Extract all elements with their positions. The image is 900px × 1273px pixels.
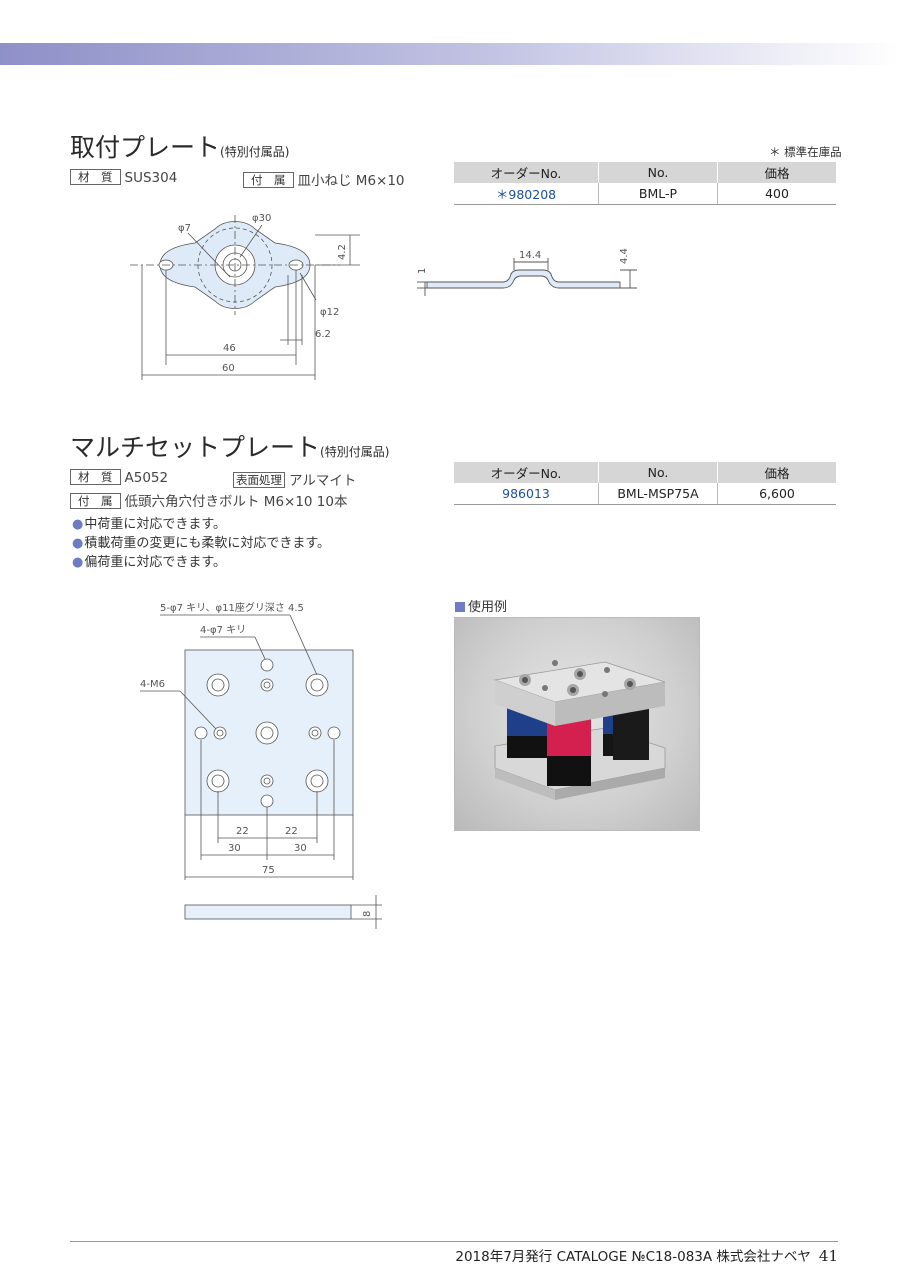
col-price: 価格	[717, 162, 836, 183]
col-no: No.	[598, 162, 718, 183]
price: 6,600	[717, 483, 836, 505]
dim-46: 46	[223, 343, 236, 354]
label-counterbore-holes: 5-φ7 キリ、φ11座グリ深さ 4.5	[160, 601, 304, 614]
dim-6-2: 6.2	[315, 329, 331, 340]
multiset-plate-drawing: 5-φ7 キリ、φ11座グリ深さ 4.5 4-φ7 キリ 4-M6 22 22 …	[140, 601, 382, 929]
table-row: 986013 BML-MSP75A 6,600	[454, 483, 836, 505]
multiset-price-table: オーダーNo. No. 価格 986013 BML-MSP75A 6,600	[454, 462, 836, 505]
footer-text: 2018年7月発行 CATALOGE №C18-083A 株式会社ナベヤ	[455, 1249, 811, 1265]
col-order: オーダーNo.	[454, 162, 599, 183]
dim-d30: φ30	[252, 213, 271, 224]
mount-plate-accessory: 付 属皿小ねじ M6×10	[243, 169, 405, 189]
multiset-plate-title: マルチセットプレート(特別付属品)	[70, 433, 390, 462]
list-item: 積載荷重の変更にも柔軟に対応できます。	[72, 534, 330, 553]
col-price: 価格	[717, 462, 836, 483]
price: 400	[717, 183, 836, 205]
list-item: 中荷重に対応できます。	[72, 515, 330, 534]
label-drill-holes: 4-φ7 キリ	[200, 625, 246, 636]
header-band	[0, 43, 900, 65]
label-m6: 4-M6	[140, 679, 165, 690]
list-item: 偏荷重に対応できます。	[72, 553, 330, 572]
dim-30-left: 30	[228, 843, 241, 854]
model-number: BML-MSP75A	[598, 483, 718, 505]
mount-plate-title: 取付プレート(特別付属品)	[70, 133, 290, 162]
col-no: No.	[598, 462, 718, 483]
footer-rule	[70, 1241, 838, 1242]
multiset-accessory: 付 属低頭六角穴付きボルト M6×10 10本	[70, 490, 348, 510]
page-number: 41	[818, 1247, 838, 1265]
dim-30-right: 30	[294, 843, 307, 854]
order-number: 986013	[454, 483, 599, 505]
dim-22-right: 22	[285, 826, 298, 837]
feature-list: 中荷重に対応できます。 積載荷重の変更にも柔軟に対応できます。 偏荷重に対応でき…	[72, 515, 330, 572]
stock-note: ＊ 標準在庫品	[769, 145, 842, 159]
dim-75: 75	[262, 865, 275, 876]
order-number: ＊980208	[454, 183, 599, 205]
dim-4-2: 4.2	[337, 244, 348, 260]
dim-d7: φ7	[178, 223, 191, 234]
multiset-finish: 表面処理アルマイト	[233, 469, 356, 489]
dim-1: 1	[417, 268, 428, 274]
usage-photo	[454, 617, 700, 831]
usage-example-label: 使用例	[455, 596, 507, 615]
usage-photo-illustration	[493, 660, 666, 800]
mount-plate-top-drawing: φ7 φ30 φ12 4.2 6.2 46 60	[130, 213, 360, 380]
dim-4-4: 4.4	[619, 248, 630, 264]
dim-22-left: 22	[236, 826, 249, 837]
footer: 2018年7月発行 CATALOGE №C18-083A 株式会社ナベヤ 41	[455, 1245, 838, 1265]
dim-60: 60	[222, 363, 235, 374]
mount-plate-side-drawing: 14.4 4.4 1	[417, 248, 637, 296]
dim-8: 8	[362, 911, 373, 917]
table-row: ＊980208 BML-P 400	[454, 183, 836, 205]
dim-d12: φ12	[320, 307, 339, 318]
col-order: オーダーNo.	[454, 462, 599, 483]
dim-14-4: 14.4	[519, 250, 541, 261]
mount-plate-price-table: オーダーNo. No. 価格 ＊980208 BML-P 400	[454, 162, 836, 205]
model-number: BML-P	[598, 183, 718, 205]
